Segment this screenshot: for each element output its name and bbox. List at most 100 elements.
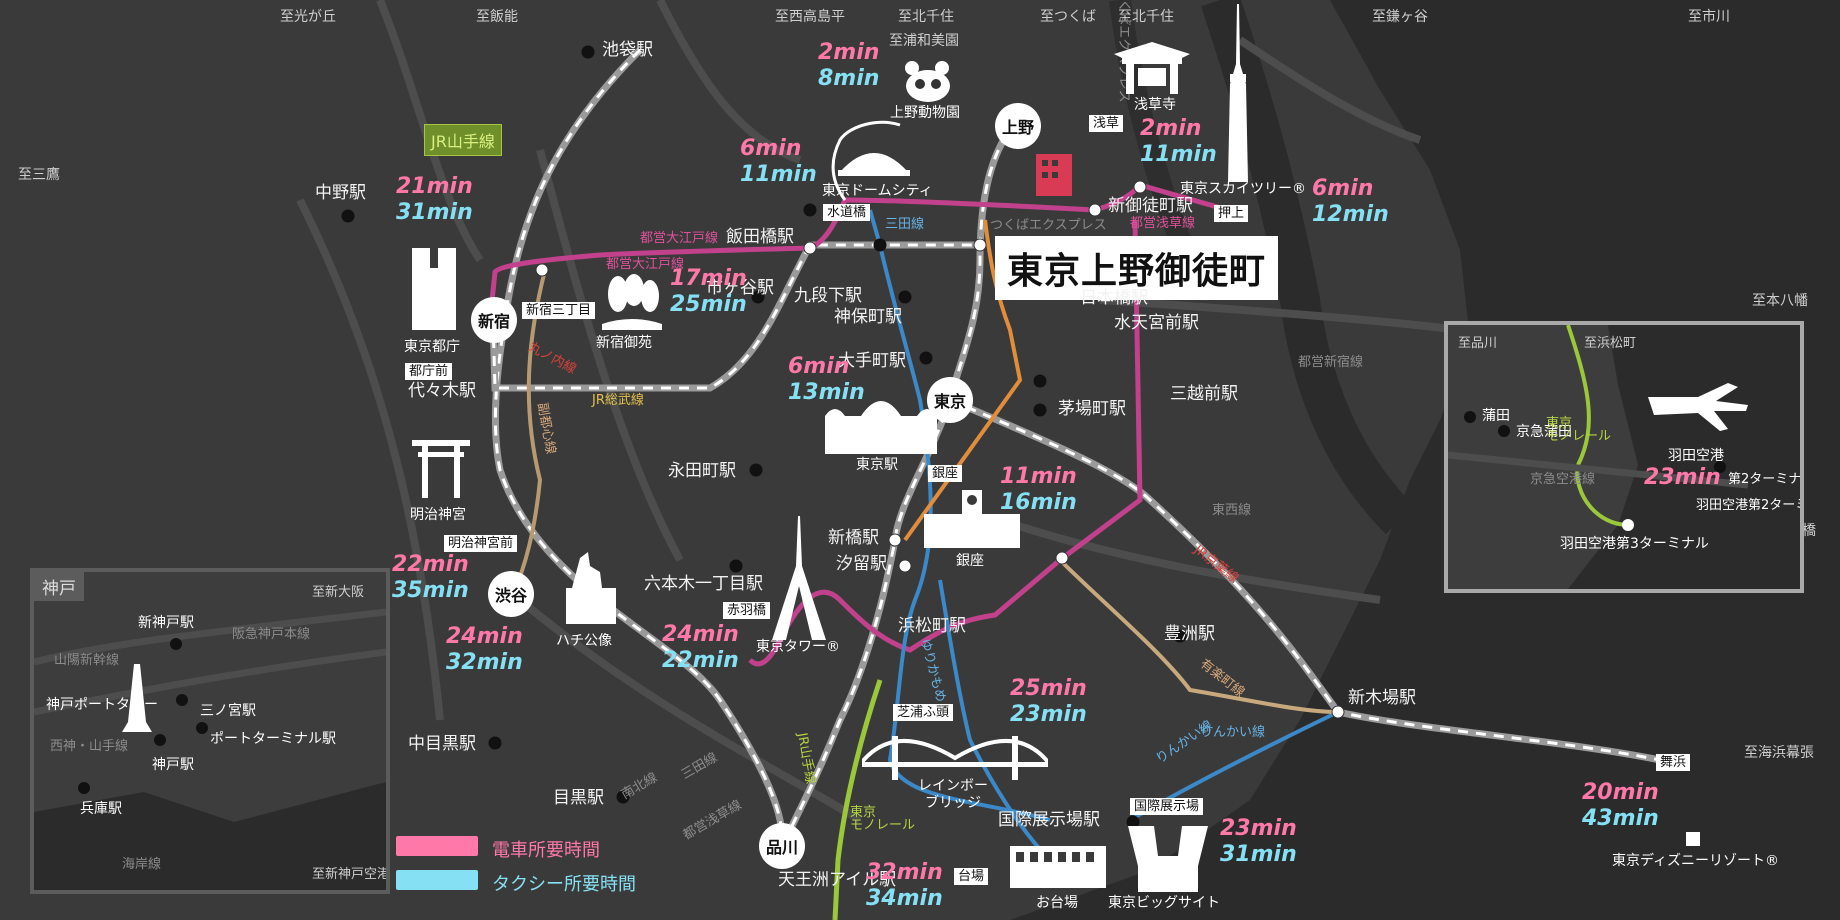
haneda-station-keikyu-kamata: 京急蒲田	[1516, 424, 1572, 440]
dot-toyosu	[1173, 629, 1187, 643]
dome-icon	[838, 153, 910, 176]
dot-mitsukoshimae	[1033, 374, 1047, 388]
hachiko-icon	[566, 552, 616, 624]
big-sight-icon	[1128, 826, 1208, 892]
tag-tochomae: 都庁前	[405, 363, 453, 380]
station-suitengumae: 水天宮前駅	[1114, 313, 1199, 333]
line-tozai: 東西線	[1212, 503, 1252, 518]
station-shinkiba: 新木場駅	[1348, 688, 1416, 708]
haneda-dir-1: 至品川	[1458, 336, 1498, 351]
skytree-icon	[1228, 4, 1248, 182]
haneda-map	[1448, 325, 1800, 589]
tag-kokusaitenjijo: 国際展示場	[1130, 798, 1204, 815]
landmark-rainbow: レインボー ブリッジ	[918, 778, 988, 811]
tag-oshiage: 押上	[1214, 205, 1249, 222]
station-nihonbashi: 日本橋駅	[1080, 288, 1148, 308]
dir-label: 至海浜幕張	[1744, 745, 1814, 761]
hub-shinagawa[interactable]: 品川	[759, 823, 805, 869]
temple-icon	[1114, 42, 1190, 94]
kobe-station-shinkobe: 新神戸駅	[138, 615, 194, 631]
haneda-airport-label: 羽田空港	[1668, 448, 1724, 464]
haneda-keikyu-line: 京急空港線	[1530, 472, 1596, 487]
tokyo-tower-icon	[772, 516, 826, 640]
dot-ikebukuro	[581, 45, 595, 59]
dir-label: 至本八幡	[1752, 293, 1808, 309]
haneda-t3-label: 羽田空港第3ターミナル	[1560, 536, 1709, 552]
station-otemachi: 大手町駅	[838, 351, 906, 371]
station-meguro: 目黒駅	[553, 788, 604, 808]
landmark-odaiba: お台場	[1036, 895, 1078, 911]
dot-kudanshita	[751, 290, 765, 304]
fukutoshin-line	[508, 269, 547, 601]
station-ikebukuro: 池袋駅	[602, 40, 653, 60]
haneda-monorail-label: 東京 モノレール	[1546, 416, 1612, 444]
dir-label: 至つくば	[1040, 9, 1096, 25]
dir-label: 至西高島平	[775, 9, 845, 25]
tag-shinjuku3: 新宿三丁目	[522, 302, 596, 319]
background-lines	[296, 0, 1461, 824]
kobe-line-seishin: 西神・山手線	[50, 739, 129, 754]
dir-label: 至飯能	[476, 9, 518, 25]
bay-water	[1010, 0, 1840, 920]
ueno-spur	[831, 120, 901, 201]
line-tx: つくばエクスプレス	[990, 218, 1107, 233]
legend-train-swatch	[396, 836, 478, 856]
haneda-t2-full-label: 羽田空港第2ターミナル	[1696, 498, 1800, 513]
yurakucho-line	[1058, 558, 1339, 714]
panda-icon	[905, 61, 950, 102]
landmark-big-sight: 東京ビッグサイト	[1108, 895, 1220, 911]
tag-ginza: 銀座	[928, 465, 963, 482]
hub-shinjuku[interactable]: 新宿	[471, 297, 517, 343]
dot-meguro	[616, 790, 630, 804]
station-nakameguro: 中目黒駅	[408, 734, 476, 754]
station-jimbocho: 神保町駅	[834, 307, 902, 327]
yurikamome-line	[938, 579, 1052, 862]
line-shinjuku: 都営新宿線	[1298, 355, 1364, 370]
hub-ueno[interactable]: 上野	[995, 103, 1041, 149]
dir-label: 至北千住	[1118, 9, 1174, 25]
ginza-building-icon	[924, 490, 1020, 548]
haneda-station-kamata: 蒲田	[1482, 408, 1510, 424]
sobu-line-dash	[491, 243, 980, 390]
kobe-station-sannomiya: 三ノ宮駅	[200, 703, 256, 719]
line-mita: 三田線	[885, 217, 925, 232]
hotel-icon	[1036, 154, 1072, 196]
yamanote-line-dash	[493, 48, 784, 851]
kobe-tower-label: 神戸ポートタワー	[46, 697, 158, 713]
dir-label: 至鎌ヶ谷	[1372, 9, 1428, 25]
station-tennozu: 天王洲アイル駅	[778, 870, 897, 890]
landmark-tokyo-station: 東京駅	[856, 457, 898, 473]
station-yoyogi: 代々木駅	[408, 381, 476, 401]
station-nagatacho: 永田町駅	[668, 461, 736, 481]
station-dots	[341, 45, 1187, 829]
line-sobu: JR総武線	[592, 393, 644, 408]
haneda-inset: 至品川 至浜松町 蒲田 京急蒲田 東京 モノレール 京急空港線 羽田空港 23m…	[1444, 321, 1804, 593]
sumida-river	[1201, 0, 1415, 535]
tocho-icon	[412, 248, 456, 330]
rainbow-bridge-icon	[862, 736, 1048, 780]
dot-jimbocho	[898, 290, 912, 304]
dir-label: 至浦和美園	[889, 33, 959, 49]
station-hamamatsucho: 浜松町駅	[898, 616, 966, 636]
landmark-disney: 東京ディズニーリゾート®	[1612, 853, 1780, 869]
kobe-title: 神戸	[34, 572, 84, 601]
dot-kayabacho	[1033, 403, 1047, 417]
landmark-meiji: 明治神宮	[410, 507, 466, 523]
kobe-line-kaigan: 海岸線	[122, 857, 162, 872]
tokyo-station-icon	[825, 401, 937, 454]
kobe-station-port-terminal: ポートターミナル駅	[210, 731, 336, 747]
dir-label: 至光が丘	[280, 9, 336, 25]
hub-shibuya[interactable]: 渋谷	[488, 571, 534, 617]
station-shimbashi: 新橋駅	[828, 528, 879, 548]
kobe-line-sanyo: 山陽新幹線	[54, 653, 120, 668]
tag-akabanebashi: 赤羽橋	[723, 602, 771, 619]
